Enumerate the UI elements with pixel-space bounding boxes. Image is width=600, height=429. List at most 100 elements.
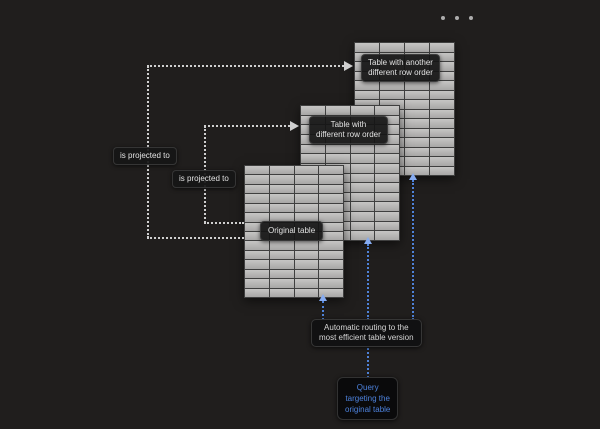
projection1-line-top: [147, 65, 344, 67]
label-line: different row order: [316, 130, 381, 139]
table-cell: [430, 81, 454, 90]
label-line: Table with: [330, 120, 367, 129]
table-cell: [269, 194, 294, 203]
note-line: Automatic routing to the: [324, 323, 409, 332]
table-cell: [430, 128, 454, 137]
table-cell: [325, 154, 350, 163]
table-cell: [355, 90, 379, 99]
table-cell: [269, 288, 294, 297]
note-line: original table: [345, 405, 391, 414]
table-cell: [294, 279, 319, 288]
table-cell: [380, 100, 404, 109]
table-cell: [350, 212, 375, 221]
table-cell: [430, 62, 454, 71]
table-cell: [375, 231, 399, 240]
table-cell: [350, 221, 375, 231]
table-cell: [294, 250, 319, 260]
table-cell: [375, 183, 399, 192]
table-cell: [245, 232, 269, 241]
note-line: targeting the: [345, 394, 390, 403]
table-cell: [350, 163, 375, 173]
table-cell: [319, 250, 343, 260]
table-cell: [319, 203, 343, 213]
label-line: is projected to: [120, 151, 170, 160]
table-cell: [430, 90, 454, 99]
table-cell: [245, 213, 269, 222]
table-cell: [355, 43, 379, 52]
table-cell: [355, 81, 379, 90]
table-cell: [350, 173, 375, 183]
table-cell: [319, 241, 343, 250]
table-cell: [245, 269, 269, 279]
table-cell: [430, 52, 454, 61]
table-cell: [380, 90, 404, 99]
note-line: most efficient table version: [319, 333, 414, 342]
table-cell: [319, 166, 343, 175]
table-cell: [269, 260, 294, 269]
table-cell: [269, 184, 294, 194]
table-cell: [430, 43, 454, 52]
table-cell: [319, 269, 343, 279]
table-cell: [269, 213, 294, 222]
table-cell: [301, 106, 325, 115]
table-cell: [405, 128, 429, 137]
more-options-icon[interactable]: [441, 16, 473, 20]
projection2-label: is projected to: [172, 170, 236, 188]
table-cell: [375, 173, 399, 183]
table-cell: [325, 106, 350, 115]
table-cell: [405, 90, 429, 99]
table-cell: [430, 166, 454, 175]
table-label-another-different-row-order: Table with another different row order: [361, 54, 440, 82]
table-cell: [405, 119, 429, 128]
table-cell: [375, 154, 399, 163]
table-cell: [350, 183, 375, 192]
table-cell: [319, 175, 343, 184]
projection1-arrowhead-icon: [344, 61, 353, 71]
table-cell: [245, 194, 269, 203]
query-note: Query targeting the original table: [337, 377, 399, 420]
table-cell: [405, 138, 429, 147]
projection1-line-bottom: [147, 237, 244, 239]
table-cell: [375, 163, 399, 173]
table-cell: [375, 144, 399, 154]
table-cell: [375, 212, 399, 221]
table-cell: [405, 147, 429, 156]
routing-arrow-to-back-line: [412, 180, 414, 320]
ellipsis-dot: [455, 16, 459, 20]
table-cell: [355, 100, 379, 109]
table-cell: [319, 279, 343, 288]
table-cell: [380, 81, 404, 90]
table-cell: [319, 222, 343, 231]
table-cell: [380, 43, 404, 52]
table-cell: [301, 144, 325, 154]
table-cell: [294, 213, 319, 222]
table-label-original: Original table: [260, 221, 324, 241]
table-cell: [245, 184, 269, 194]
ellipsis-dot: [441, 16, 445, 20]
table-cell: [430, 119, 454, 128]
table-cell: [294, 203, 319, 213]
table-cell: [269, 269, 294, 279]
table-cell: [350, 106, 375, 115]
table-cell: [405, 109, 429, 118]
table-cell: [294, 241, 319, 250]
table-cell: [269, 279, 294, 288]
table-cell: [245, 250, 269, 260]
table-cell: [294, 260, 319, 269]
table-label-different-row-order: Table with different row order: [309, 116, 388, 144]
label-line: Original table: [268, 226, 316, 235]
note-line: Query: [356, 383, 379, 392]
table-cell: [245, 279, 269, 288]
table-cell: [245, 241, 269, 250]
table-cell: [375, 202, 399, 212]
table-cell: [269, 175, 294, 184]
table-cell: [430, 147, 454, 156]
table-cell: [269, 250, 294, 260]
table-cell: [245, 166, 269, 175]
ellipsis-dot: [469, 16, 473, 20]
routing-arrow-to-original-arrowhead-icon: [319, 294, 327, 301]
table-cell: [375, 192, 399, 202]
table-cell: [294, 175, 319, 184]
table-cell: [430, 71, 454, 80]
